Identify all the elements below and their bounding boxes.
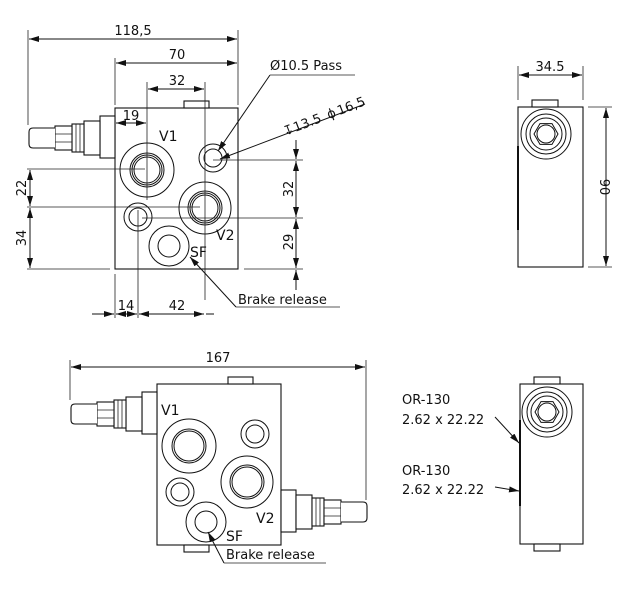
depth-symbol: ↧	[281, 122, 297, 140]
counterbore-depth: 13.5	[291, 111, 323, 135]
top-tab	[183, 100, 210, 109]
seal-2-name: OR-130	[402, 464, 450, 479]
dim-left-upper: 22	[15, 180, 30, 197]
label-sf: SF	[190, 245, 207, 261]
front-view: 118,5 70 32 19 22 34 32 29 14 42 V1 V2 S…	[15, 24, 368, 318]
seal-1-size: 2.62 x 22.22	[402, 413, 484, 428]
side-view-top: 34.5 90	[517, 60, 612, 268]
label-sf-bottom: SF	[226, 529, 243, 545]
counterbore-diameter: 16,5	[335, 95, 367, 119]
callout-pass-hole: Ø10.5 Pass	[270, 59, 342, 74]
seal-2-size: 2.62 x 22.22	[402, 483, 484, 498]
callout-counterbore: ↧ 13.5 ϕ 16,5	[281, 95, 368, 140]
dim-side-width: 34.5	[536, 60, 565, 75]
dim-overall-width: 118,5	[114, 24, 151, 39]
dim-side-height: 90	[596, 179, 611, 196]
cartridge-left	[28, 115, 116, 159]
label-v2-bottom: V2	[256, 511, 274, 527]
seal-1-name: OR-130	[402, 393, 450, 408]
side-view-bottom: OR-130 2.62 x 22.22 OR-130 2.62 x 22.22	[402, 376, 584, 552]
callout-brake-release-bottom: Brake release	[226, 548, 315, 563]
bottom-view: 167 V1 V2 SF Brake release	[69, 351, 368, 564]
dim-overall-length: 167	[206, 351, 231, 366]
callout-brake-release: Brake release	[238, 293, 327, 308]
label-v2: V2	[216, 228, 234, 244]
port-sf	[148, 225, 190, 267]
dim-bottom-right: 42	[169, 299, 186, 314]
dim-body-width: 70	[169, 48, 186, 63]
label-v1: V1	[159, 129, 177, 145]
bottom-body	[156, 383, 282, 546]
dim-right-upper: 32	[282, 181, 297, 198]
dim-right-lower: 29	[282, 234, 297, 251]
dim-left-lower: 34	[15, 230, 30, 247]
side-body	[517, 106, 584, 268]
dim-port-spacing: 32	[169, 74, 186, 89]
dim-bottom-left: 14	[118, 299, 135, 314]
cartridge-left-bottom	[70, 391, 158, 435]
valve-body	[114, 107, 239, 270]
cartridge-right-bottom	[280, 489, 368, 533]
dim-v1-offset: 19	[123, 109, 140, 124]
label-v1-bottom: V1	[161, 403, 179, 419]
